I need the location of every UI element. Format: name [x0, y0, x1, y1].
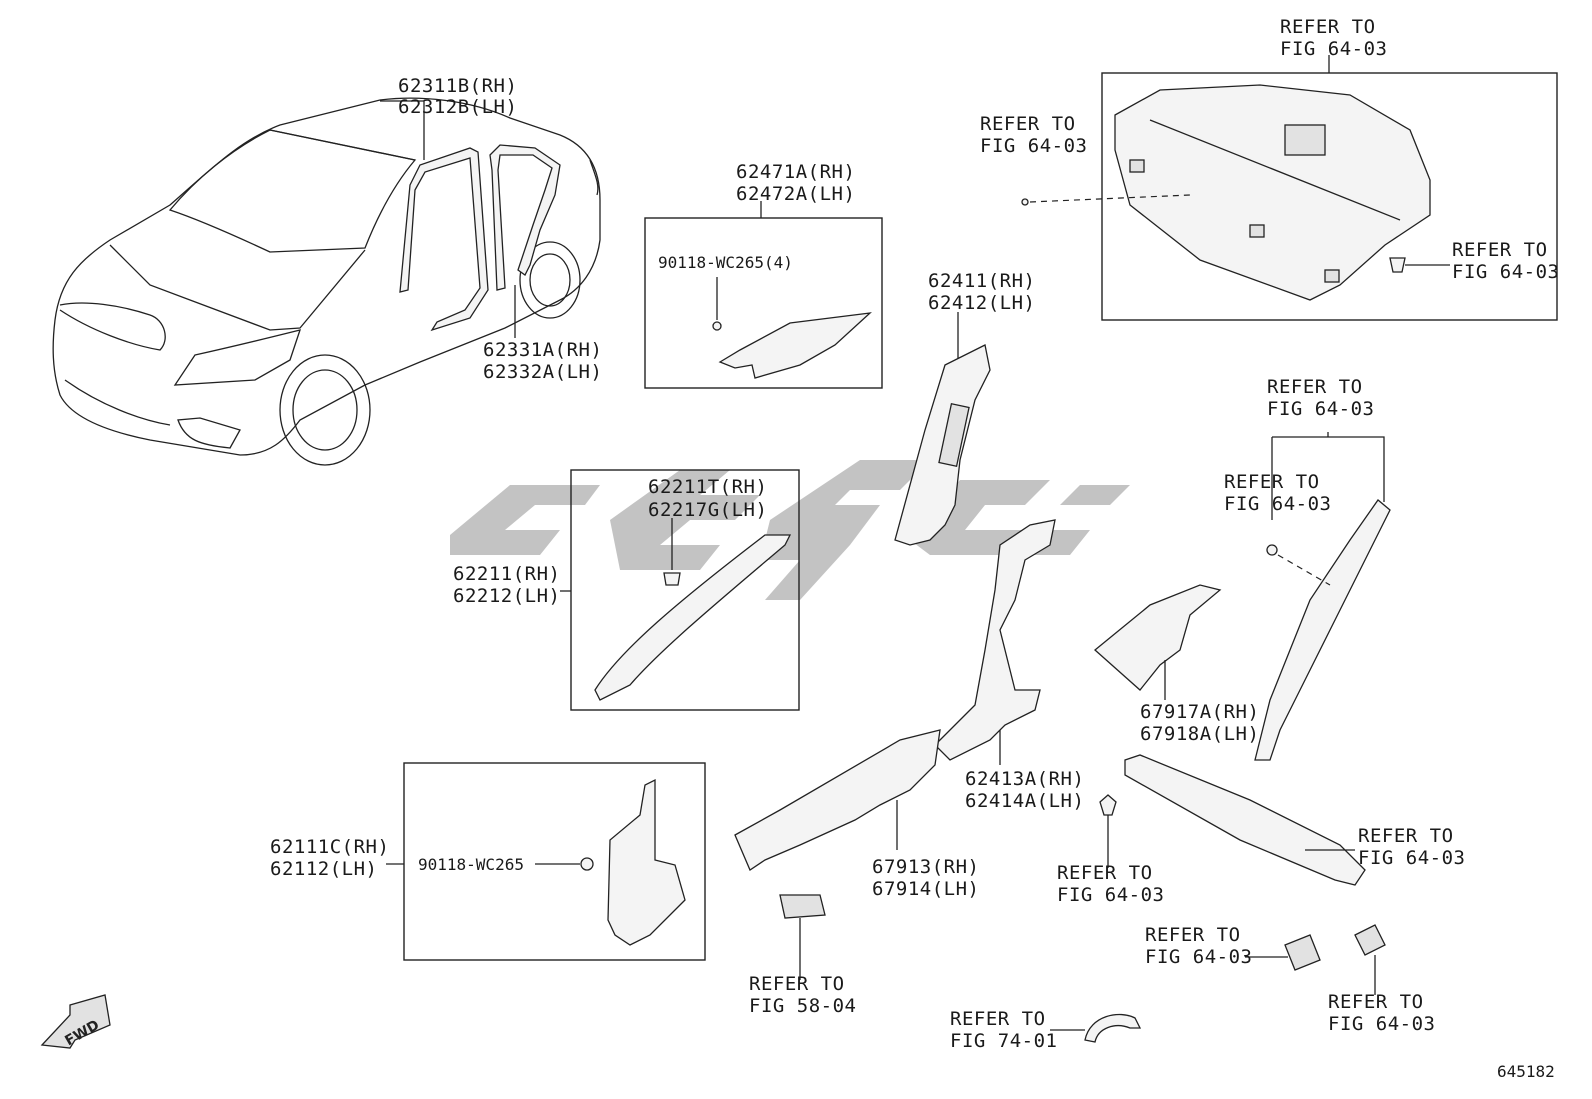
refer-label: FIG 74-01	[950, 1030, 1057, 1052]
refer-label: FIG 64-03	[1267, 398, 1374, 420]
detail-box	[570, 469, 800, 711]
part-label: 62472A(LH)	[736, 183, 855, 205]
bolt-icon	[580, 857, 594, 871]
clip-icon	[1389, 257, 1406, 273]
refer-label: FIG 64-03	[1057, 884, 1164, 906]
refer-label: REFER TO	[950, 1008, 1046, 1030]
refer-label: REFER TO	[1057, 862, 1153, 884]
scuff-plate-part	[734, 729, 941, 871]
refer-label: FIG 64-03	[1452, 261, 1559, 283]
refer-label: REFER TO	[1145, 924, 1241, 946]
part-label: 90118-WC265	[418, 855, 524, 874]
quarter-trim-part	[1093, 584, 1222, 691]
refer-label: REFER TO	[1328, 991, 1424, 1013]
part-label: 67914(LH)	[872, 878, 979, 900]
clip-icon	[779, 894, 826, 919]
part-label: 67918A(LH)	[1140, 723, 1259, 745]
rear-sill-plate-part	[1124, 754, 1366, 886]
part-label: 62471A(RH)	[736, 161, 855, 183]
part-label: 62112(LH)	[270, 858, 377, 880]
a-pillar-garnish-part	[594, 534, 792, 701]
refer-label: FIG 64-03	[1224, 493, 1331, 515]
part-label: 62414A(LH)	[965, 790, 1084, 812]
leader-line	[380, 100, 425, 160]
refer-label: REFER TO	[749, 973, 845, 995]
car-body-illustration	[52, 97, 601, 466]
detail-box	[644, 217, 883, 389]
part-label: 62413A(RH)	[965, 768, 1084, 790]
part-label: 90118-WC265(4)	[658, 253, 793, 272]
b-pillar-lower-part	[934, 519, 1056, 761]
part-label: 62312B(LH)	[398, 96, 517, 118]
clip-icon	[1021, 198, 1029, 206]
refer-label: FIG 64-03	[980, 135, 1087, 157]
refer-label: REFER TO	[1267, 376, 1363, 398]
part-label: 62332A(LH)	[483, 361, 602, 383]
refer-label: FIG 64-03	[1358, 847, 1465, 869]
refer-label: REFER TO	[1358, 825, 1454, 847]
refer-label: REFER TO	[1224, 471, 1320, 493]
part-label: 67917A(RH)	[1140, 701, 1259, 723]
detail-box	[403, 762, 706, 961]
part-label: 62311B(RH)	[398, 75, 517, 97]
refer-label: FIG 64-03	[1280, 38, 1387, 60]
c-pillar-garnish-part	[1254, 499, 1391, 761]
package-tray-part	[1114, 84, 1431, 301]
assist-grip-icon	[1084, 1013, 1142, 1043]
refer-label: REFER TO	[980, 113, 1076, 135]
cowl-side-trim-part	[607, 778, 686, 946]
part-label: 62211T(RH)	[648, 476, 767, 498]
bolt-icon	[712, 321, 722, 331]
clip-icon	[1354, 924, 1386, 956]
pillar-garnish-part	[718, 312, 872, 379]
refer-label: FIG 64-03	[1145, 946, 1252, 968]
clip-icon	[663, 572, 681, 586]
part-label: 62412(LH)	[928, 292, 1035, 314]
clip-icon	[1266, 544, 1278, 556]
refer-label: REFER TO	[1280, 16, 1376, 38]
part-label: 62111C(RH)	[270, 836, 389, 858]
part-label: 67913(RH)	[872, 856, 979, 878]
part-label: 62331A(RH)	[483, 339, 602, 361]
part-label: 62411(RH)	[928, 270, 1035, 292]
clip-icon	[1099, 794, 1117, 816]
refer-label: FIG 64-03	[1328, 1013, 1435, 1035]
part-label: 62212(LH)	[453, 585, 560, 607]
refer-label: REFER TO	[1452, 239, 1548, 261]
part-label: 62211(RH)	[453, 563, 560, 585]
refer-label: FIG 58-04	[749, 995, 856, 1017]
fwd-arrow-icon: FWD	[40, 994, 111, 1049]
diagram-id: 645182	[1497, 1062, 1555, 1081]
clip-icon	[1284, 934, 1321, 971]
part-label: 62217G(LH)	[648, 499, 767, 521]
